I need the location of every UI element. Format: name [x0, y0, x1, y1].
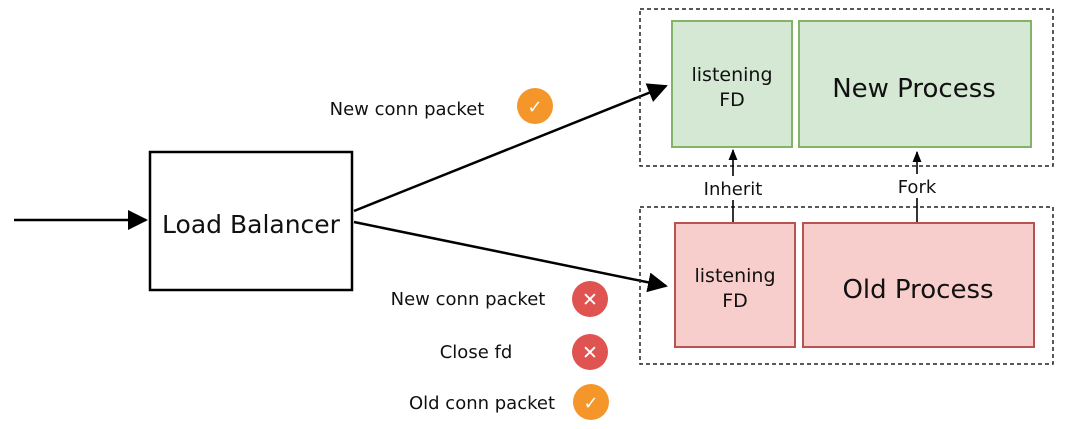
fork-label-bg: [890, 174, 944, 198]
annotation-new-conn-to-old: New conn packet: [391, 289, 546, 310]
annotation-close-fd: Close fd: [440, 342, 513, 363]
svg-text:✓: ✓: [583, 393, 598, 414]
load-balancer-label: Load Balancer: [162, 210, 341, 239]
cross-icon: ✕: [572, 334, 608, 370]
old-group-boundary: [639, 206, 1054, 365]
old-listening-fd-label-line1: listening: [694, 265, 775, 287]
old-process-group: listening FD Old Process: [639, 206, 1054, 365]
new-process-group: listening FD New Process: [639, 8, 1054, 167]
svg-text:✕: ✕: [582, 342, 598, 364]
cross-icon: ✕: [572, 281, 608, 317]
svg-text:✕: ✕: [582, 289, 598, 311]
old-process-label: Old Process: [842, 275, 993, 305]
new-process-label: New Process: [832, 74, 996, 104]
check-icon: ✓: [573, 384, 609, 420]
new-listening-fd-label-line1: listening: [691, 64, 772, 86]
new-process-box: [798, 20, 1032, 148]
new-listening-fd-box: [671, 20, 793, 148]
new-group-boundary: [639, 8, 1054, 167]
inherit-label-bg: [690, 176, 776, 200]
old-process-box: [802, 222, 1035, 348]
inherit-label: Inherit: [704, 179, 763, 200]
arrow-to-new-listening-fd: [353, 83, 668, 213]
old-listening-fd-label-line2: FD: [722, 290, 748, 312]
load-balancer-node: Load Balancer: [148, 150, 354, 292]
svg-text:✓: ✓: [527, 97, 542, 118]
fork-label: Fork: [898, 177, 937, 198]
arrow-to-old-listening-fd: [353, 220, 668, 293]
check-icon: ✓: [517, 88, 553, 124]
old-listening-fd-box: [674, 222, 796, 348]
new-listening-fd-label-line2: FD: [719, 89, 745, 111]
annotation-old-conn: Old conn packet: [409, 393, 555, 414]
annotation-new-conn-to-new: New conn packet: [330, 99, 485, 120]
